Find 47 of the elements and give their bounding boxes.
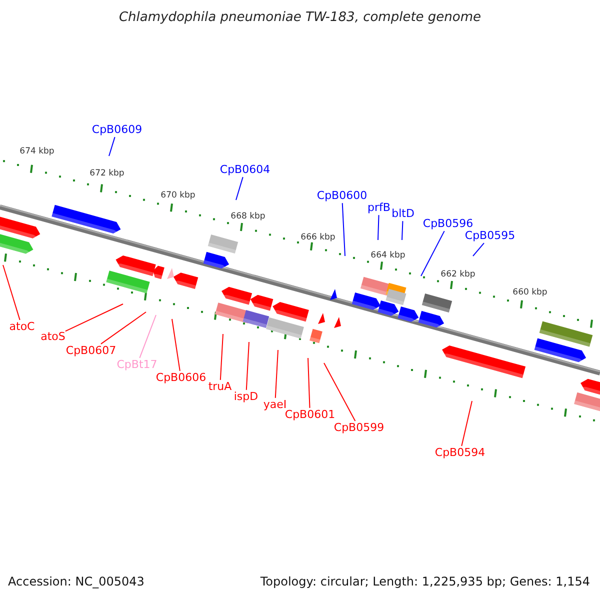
gene-label: atoS (40, 330, 66, 344)
leader-line (246, 342, 250, 390)
scale-label: 670 kbp (160, 191, 196, 201)
scale-label: 662 kbp (440, 270, 476, 280)
gene-label: yaeI (263, 398, 287, 412)
leader-line (274, 350, 278, 398)
gene-label: CpBt17 (116, 358, 158, 372)
gene-label: truA (208, 380, 232, 394)
scale-label: 668 kbp (230, 212, 266, 222)
gene-label: CpB0600 (316, 190, 368, 202)
leader-line (472, 242, 484, 256)
scale-label: 666 kbp (300, 233, 336, 243)
gene-label: bltD (392, 208, 414, 220)
gene-label: CpB0606 (156, 372, 206, 384)
leader-line (236, 176, 244, 200)
scale-label: 674 kbp (20, 147, 54, 157)
genome-stats-text: Topology: circular; Length: 1,225,935 bp; Genes: 1,154 (260, 575, 590, 589)
leader-line (420, 230, 445, 276)
gene-label: CpB0599 (334, 422, 384, 434)
gene-label: CpB0607 (66, 344, 116, 358)
gene-label: CpB0595 (464, 230, 516, 242)
gene-label: ispD (234, 390, 258, 404)
gene-label: atoC (9, 320, 35, 334)
leader-line (2, 264, 20, 320)
leader-line (461, 400, 472, 446)
accession-text: Accession: NC_005043 (8, 575, 144, 589)
leader-line (108, 136, 116, 156)
scale-label: 664 kbp (370, 251, 406, 261)
leader-line (100, 312, 146, 344)
leader-line (402, 220, 404, 240)
gene-label: CpB0594 (434, 446, 486, 460)
leader-line (220, 334, 224, 380)
scale-label: 672 kbp (90, 169, 124, 179)
gene-label: CpB0609 (92, 124, 142, 136)
scale-label: 660 kbp (512, 288, 548, 298)
gene-label: CpB0604 (220, 164, 270, 176)
leader-line (64, 304, 124, 332)
gene-label: CpB0596 (422, 218, 474, 230)
leader-line (324, 362, 356, 422)
diagram-title: Chlamydophila pneumoniae TW-183, complete genome (118, 10, 482, 26)
leader-line (139, 314, 156, 358)
leader-line (172, 318, 180, 372)
leader-line (342, 202, 346, 256)
gene-label: prfB (368, 202, 390, 214)
leader-line (378, 214, 380, 240)
gene-label: CpB0601 (284, 408, 336, 422)
leader-line (308, 358, 310, 408)
